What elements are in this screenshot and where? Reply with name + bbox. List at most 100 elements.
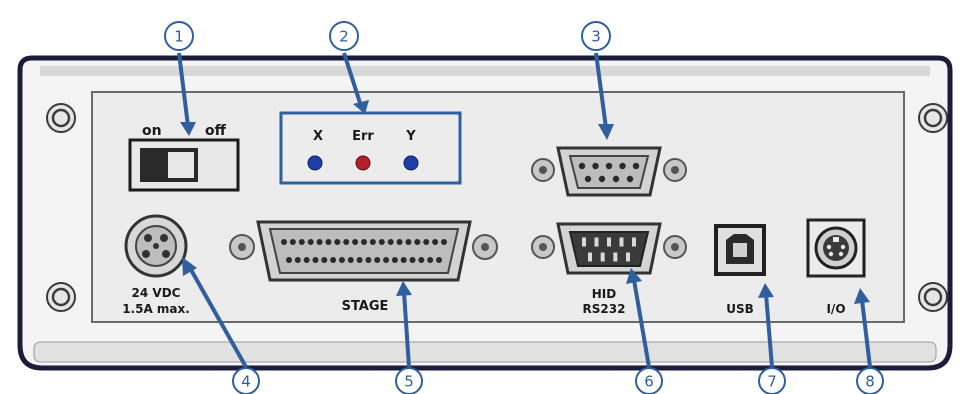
connector-pin xyxy=(289,239,296,245)
led-y-label: Y xyxy=(405,129,416,144)
callout-number: 5 xyxy=(404,373,414,391)
callout-number: 2 xyxy=(339,28,349,46)
callout-2: 2 xyxy=(329,21,359,51)
io-port[interactable]: I/O xyxy=(806,218,866,316)
connector-pin xyxy=(605,162,613,170)
power-label-line2: 1.5A max. xyxy=(122,302,190,316)
connector-pin xyxy=(594,237,599,247)
connector-pin xyxy=(582,237,586,247)
callout-4: 4 xyxy=(232,367,260,394)
connector-pin xyxy=(356,257,363,263)
connector-pin xyxy=(400,257,407,263)
connector-pin xyxy=(286,257,292,263)
stage-label: STAGE xyxy=(342,299,389,314)
connector-pin xyxy=(584,175,592,183)
callout-3: 3 xyxy=(581,21,611,51)
connector-pin xyxy=(441,239,447,245)
connector-pin xyxy=(374,257,381,263)
power-jack[interactable]: 24 VDC 1.5A max. xyxy=(122,214,190,316)
callout-leaders xyxy=(177,52,872,368)
db9-insert xyxy=(568,231,650,267)
screw-icon xyxy=(46,282,76,312)
screw-icon xyxy=(46,103,76,133)
callout-number: 3 xyxy=(591,28,601,46)
db9-connector-top[interactable] xyxy=(531,146,687,197)
power-switch[interactable]: on off xyxy=(128,123,240,192)
connector-pin xyxy=(361,239,367,245)
connector-pin xyxy=(312,257,319,263)
connector-pin xyxy=(592,162,599,170)
connector-pin xyxy=(600,252,605,262)
connector-pin xyxy=(281,239,287,245)
led-box xyxy=(279,111,462,185)
hid-rs232-connector[interactable]: HID RS232 xyxy=(531,222,687,316)
callout-number: 1 xyxy=(174,28,184,46)
callout-number: 7 xyxy=(767,373,777,391)
callout-8: 8 xyxy=(856,367,884,394)
connector-pin xyxy=(432,239,439,245)
led-err xyxy=(355,155,371,171)
connector-pin xyxy=(427,257,434,263)
stage-insert xyxy=(268,228,460,274)
connector-pin xyxy=(365,257,372,263)
connector-pin xyxy=(423,239,430,245)
connector-pin xyxy=(307,239,314,245)
connector-pin xyxy=(330,257,337,263)
led-x-label: X xyxy=(313,129,323,144)
leader-4 xyxy=(182,257,248,368)
connector-pin xyxy=(347,257,354,263)
led-indicator-panel: X Err Y xyxy=(279,111,462,185)
connector-pin xyxy=(294,257,301,263)
connector-pin xyxy=(588,252,592,262)
db9-insert xyxy=(568,155,650,189)
usb-label: USB xyxy=(726,302,754,316)
connector-pin xyxy=(405,239,412,245)
connector-pin xyxy=(619,162,626,170)
stage-connector[interactable]: STAGE xyxy=(229,220,498,314)
connector-pin xyxy=(387,239,394,245)
hid-label-line2: RS232 xyxy=(583,302,626,316)
leader-1 xyxy=(177,52,196,136)
connector-pin xyxy=(383,257,390,263)
connector-pin xyxy=(396,239,403,245)
leader-2 xyxy=(342,52,369,114)
connector-pin xyxy=(612,175,620,183)
connector-pin xyxy=(303,257,310,263)
led-err-label: Err xyxy=(352,129,374,144)
usb-port[interactable]: USB xyxy=(714,224,766,316)
led-x xyxy=(307,155,323,171)
led-y xyxy=(403,155,419,171)
switch-on-label: on xyxy=(142,123,162,139)
connector-pin xyxy=(632,162,640,170)
leader-6 xyxy=(626,268,651,368)
io-label: I/O xyxy=(826,302,845,316)
inner-panel xyxy=(91,91,905,323)
screw-hole xyxy=(671,243,679,251)
screw-icon xyxy=(918,282,948,312)
side-screws xyxy=(46,103,948,312)
screw-hole xyxy=(481,243,489,251)
connector-pin xyxy=(436,257,442,263)
connector-pin xyxy=(298,239,305,245)
leader-5 xyxy=(396,281,412,368)
connector-pin xyxy=(378,239,385,245)
screw-hole xyxy=(238,243,246,251)
connector-pin xyxy=(391,257,398,263)
connector-pin xyxy=(626,175,634,183)
callout-5: 5 xyxy=(395,367,423,394)
connector-pin xyxy=(607,237,611,247)
connector-pin xyxy=(626,252,630,262)
connector-pin xyxy=(352,239,359,245)
power-label-line1: 24 VDC xyxy=(132,286,181,300)
callout-number: 6 xyxy=(644,373,654,391)
connector-pin xyxy=(325,239,332,245)
connector-pin xyxy=(632,237,636,247)
connector-pin xyxy=(334,239,341,245)
callout-number: 8 xyxy=(865,373,875,391)
connector-pin xyxy=(613,252,618,262)
leader-7 xyxy=(758,283,774,368)
stage-pins xyxy=(281,239,447,263)
connector-pin xyxy=(369,239,376,245)
